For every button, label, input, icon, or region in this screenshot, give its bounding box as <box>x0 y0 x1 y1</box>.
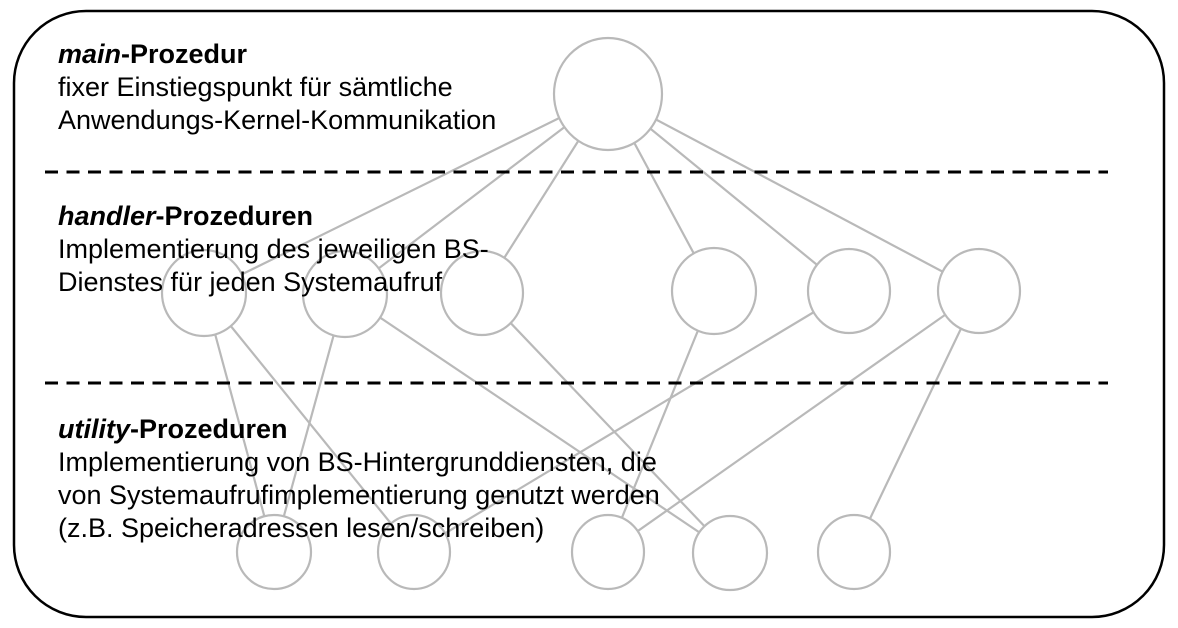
edge-h5-b2 <box>413 290 850 553</box>
section-utility: utility-Prozeduren Implementierung von B… <box>58 413 660 545</box>
section-handler-title: handler-Prozeduren <box>58 200 489 233</box>
edge-h1-b1 <box>202 292 276 553</box>
edge-main-h6 <box>607 93 980 292</box>
section-utility-title-keyword: utility <box>58 414 130 444</box>
section-main-title: main-Prozedur <box>58 38 496 71</box>
section-utility-title-rest: -Prozeduren <box>130 414 288 444</box>
edge-h2-b4 <box>344 293 731 554</box>
node-utility-b4 <box>691 514 769 592</box>
section-main: main-Prozedur fixer Einstiegspunkt für s… <box>58 38 496 137</box>
section-main-body-line: fixer Einstiegspunkt für sämtliche <box>58 72 453 102</box>
section-handler-body-line: Implementierung des jeweiligen BS- <box>58 234 489 264</box>
layer-separators <box>45 170 1108 385</box>
frame-border <box>12 9 1166 619</box>
node-handler-h1 <box>160 248 248 338</box>
edge-h3-b4 <box>481 292 731 554</box>
frame-layer <box>12 9 1166 619</box>
node-utility-b5 <box>816 513 892 591</box>
nodes-layer <box>160 36 1022 592</box>
section-utility-body-line: (z.B. Speicheradressen lesen/schreiben) <box>58 513 545 543</box>
node-main-main <box>552 36 664 152</box>
section-main-body-line: Anwendungs-Kernel-Kommunikation <box>58 105 497 135</box>
edge-h2-b1 <box>272 293 347 553</box>
section-handler: handler-Prozeduren Implementierung des j… <box>58 200 489 299</box>
section-handler-title-keyword: handler <box>58 201 156 231</box>
section-main-title-keyword: main <box>58 39 122 69</box>
section-handler-body-line: Dienstes für jeden Systemaufruf <box>58 267 443 297</box>
section-utility-title: utility-Prozeduren <box>58 413 660 446</box>
section-handler-title-rest: -Prozeduren <box>155 201 314 231</box>
node-handler-h6 <box>936 247 1022 335</box>
node-handler-h2 <box>301 249 389 339</box>
edges-layer <box>202 93 980 554</box>
section-utility-body-line: Implementierung von BS-Hintergrunddienst… <box>58 447 657 477</box>
node-utility-b1 <box>235 513 313 591</box>
node-handler-h4 <box>670 246 758 336</box>
node-utility-b3 <box>570 513 646 591</box>
section-main-title-rest: -Prozedur <box>121 39 248 69</box>
edge-main-h1 <box>203 93 609 294</box>
edge-h6-b3 <box>607 290 980 553</box>
edge-h6-b5 <box>853 290 980 553</box>
node-handler-h3 <box>439 249 525 337</box>
node-handler-h5 <box>806 247 892 335</box>
node-utility-b2 <box>376 513 452 591</box>
section-utility-body-line: von Systemaufrufimplementierung genutzt … <box>58 480 660 510</box>
edge-h4-b3 <box>606 290 716 553</box>
